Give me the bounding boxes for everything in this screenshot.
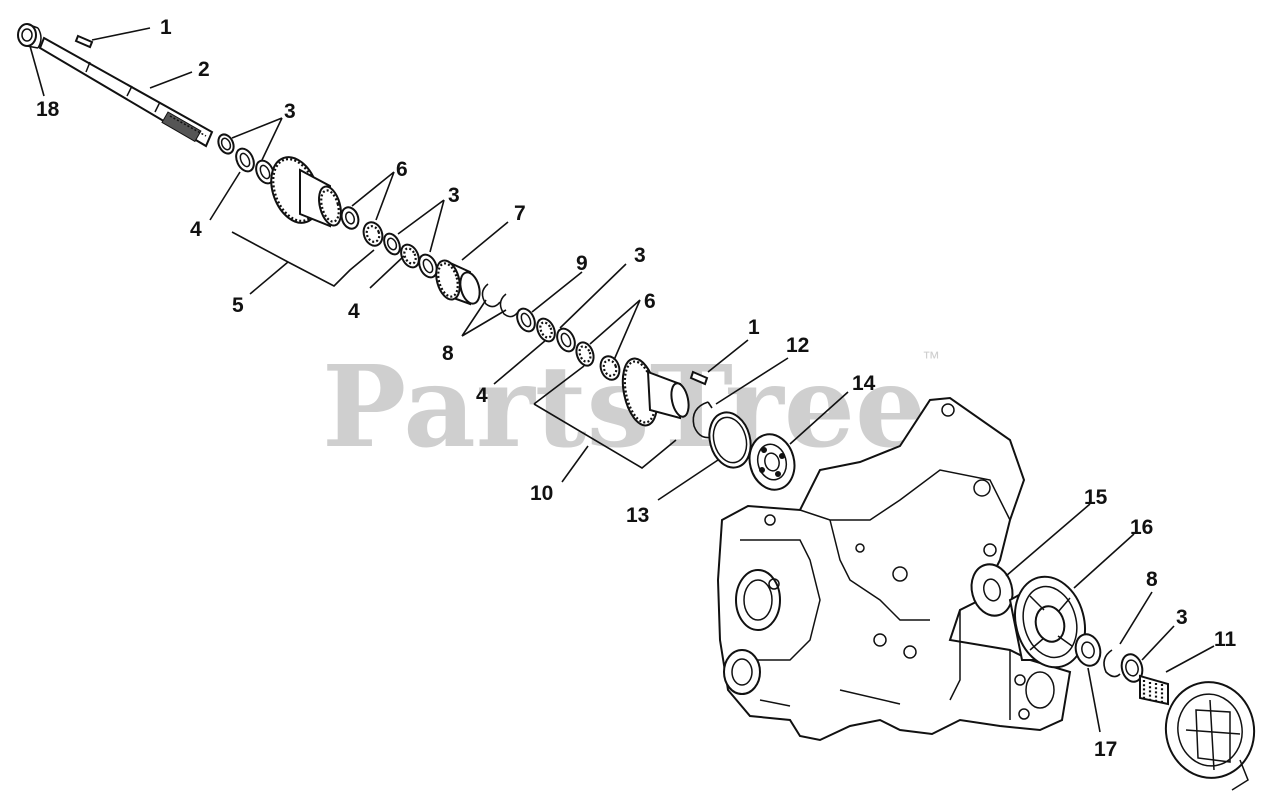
callout-6-a: 6 bbox=[396, 158, 408, 181]
watermark-text: PartsTree bbox=[322, 342, 926, 473]
washers-group-c bbox=[516, 307, 576, 353]
transaxle-housing bbox=[716, 396, 1072, 742]
callout-1-mid: 1 bbox=[748, 316, 760, 339]
callout-7: 7 bbox=[514, 202, 526, 225]
part-16-pulley bbox=[1008, 575, 1086, 669]
washers-group-b bbox=[383, 232, 438, 279]
callout-10: 10 bbox=[530, 482, 553, 505]
washers-group-a bbox=[217, 133, 275, 185]
callout-12: 12 bbox=[786, 334, 809, 357]
part-18-bearing bbox=[17, 23, 42, 49]
part-3-washer-right bbox=[1120, 653, 1144, 683]
callout-3-a: 3 bbox=[284, 100, 296, 123]
part-2-shaft bbox=[38, 36, 214, 148]
callout-17: 17 bbox=[1094, 738, 1117, 761]
part-12-retaining-ring bbox=[692, 401, 717, 439]
part-14-ball-bearing bbox=[748, 433, 796, 491]
callout-15: 15 bbox=[1084, 486, 1108, 509]
part-10-gear bbox=[621, 357, 690, 427]
callout-4-b: 4 bbox=[348, 300, 360, 323]
watermark: PartsTree ™ bbox=[322, 342, 940, 473]
callout-8-a: 8 bbox=[442, 342, 454, 365]
part-8-snap-rings-a bbox=[481, 283, 519, 318]
callout-4-c: 4 bbox=[476, 384, 488, 407]
callout-6-b: 6 bbox=[644, 290, 656, 313]
callout-13: 13 bbox=[626, 504, 649, 527]
part-7-gear bbox=[435, 259, 481, 306]
trademark-symbol: ™ bbox=[922, 348, 940, 368]
callout-16: 16 bbox=[1130, 516, 1153, 539]
callout-9: 9 bbox=[576, 252, 588, 275]
part-11-coupling bbox=[1139, 674, 1256, 791]
part-17-washer bbox=[1074, 633, 1102, 667]
part-5-gear bbox=[270, 156, 342, 228]
callout-1-top: 1 bbox=[160, 16, 172, 39]
part-1-key-mid bbox=[689, 370, 709, 386]
callout-14: 14 bbox=[852, 372, 876, 395]
part-15-thrust-washer bbox=[970, 563, 1014, 617]
callout-5: 5 bbox=[232, 294, 244, 317]
callout-3-b: 3 bbox=[448, 184, 460, 207]
callout-18: 18 bbox=[36, 98, 60, 121]
callout-4-a: 4 bbox=[190, 218, 202, 241]
callout-2: 2 bbox=[198, 58, 210, 81]
callout-8-b: 8 bbox=[1146, 568, 1158, 591]
callout-labels: 1 2 3 4 5 6 3 4 7 8 9 3 6 4 1 12 14 10 1… bbox=[36, 16, 1237, 761]
part-6-bearings-a bbox=[340, 206, 384, 247]
leader-lines bbox=[29, 27, 1215, 733]
part-6-bearings-b bbox=[575, 341, 621, 381]
part-13-snap-ring bbox=[708, 411, 752, 469]
callout-11: 11 bbox=[1214, 628, 1237, 651]
callout-3-d: 3 bbox=[1176, 606, 1188, 629]
part-8-snap-ring-b bbox=[1103, 649, 1121, 678]
part-1-key-top bbox=[74, 34, 94, 49]
callout-3-c: 3 bbox=[634, 244, 646, 267]
